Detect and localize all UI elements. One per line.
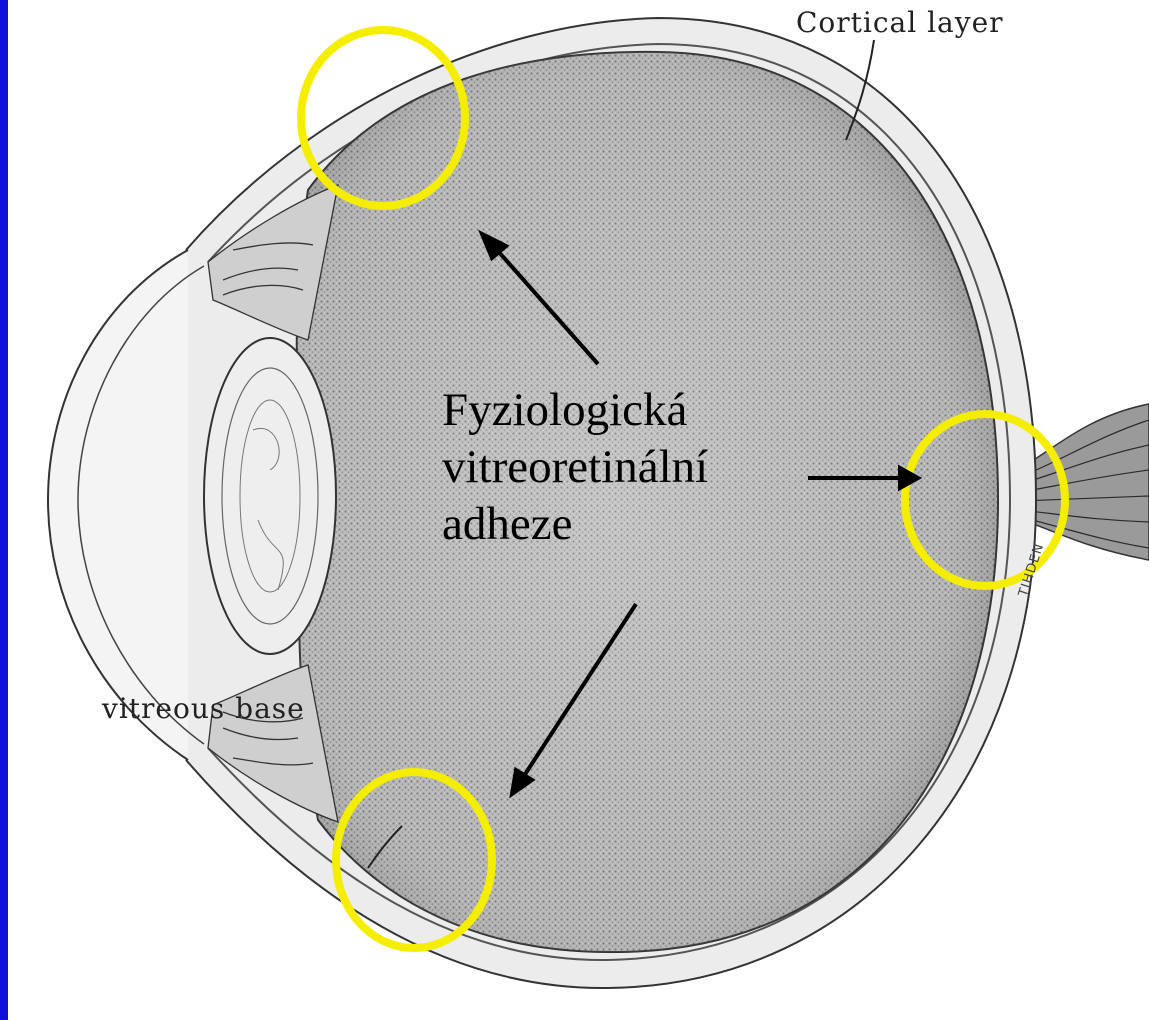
lens	[204, 338, 336, 654]
main-label-line-3: adheze	[442, 496, 708, 553]
vitreous-base-label: vitreous base	[102, 692, 305, 725]
eye-cross-section-figure: Cortical layer vitreous base Fyziologick…	[8, 0, 1149, 1020]
main-label-line-1: Fyziologická	[442, 382, 708, 439]
cortical-layer-label: Cortical layer	[796, 6, 1004, 39]
vitreoretinal-adhesion-label: Fyziologická vitreoretinální adheze	[442, 382, 708, 553]
cornea	[48, 250, 188, 760]
main-label-line-2: vitreoretinální	[442, 439, 708, 496]
